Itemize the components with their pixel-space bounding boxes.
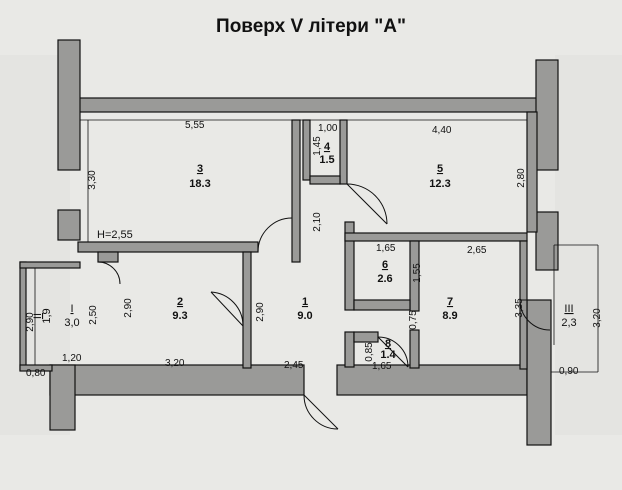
room-5-area: 12.3: [429, 178, 450, 190]
room-1-number: 1: [302, 296, 308, 308]
plan-title: Поверх V літери "А": [216, 16, 406, 37]
room-6-number: 6: [382, 259, 388, 271]
dim-290b: 2,90: [255, 302, 266, 322]
dim-080: 0,80: [26, 368, 46, 379]
dim-320v: 3,20: [592, 308, 603, 328]
dim-335: 3,35: [514, 298, 525, 318]
room-I-area: 3,0: [64, 317, 79, 329]
room-3-number: 3: [197, 163, 203, 175]
room-III-area: 2,3: [561, 317, 576, 329]
dim-280: 2,80: [516, 168, 527, 188]
dim-330: 3,30: [87, 170, 98, 190]
room-8-area: 1.4: [380, 349, 396, 361]
dim-100: 1,00: [318, 123, 338, 134]
dim-075: 0,75: [408, 310, 419, 330]
room-4-area: 1.5: [319, 154, 334, 166]
room-7-number: 7: [447, 296, 453, 308]
dim-165b: 1,65: [372, 361, 392, 372]
dim-320h: 3,20: [165, 358, 185, 369]
walls: [19, 39, 559, 446]
dim-145: 1,45: [312, 136, 323, 156]
dim-155: 1,55: [412, 263, 423, 283]
room-labels: 3 18.3 4 1.5 5 12.3 2 9.3 1 9.0 6 2.6 7 …: [32, 141, 577, 361]
ceiling-height-note: H=2,55: [97, 229, 133, 241]
room-4-number: 4: [324, 141, 331, 153]
room-III-number: III: [564, 303, 573, 315]
room-5-number: 5: [437, 163, 443, 175]
inner-lines: [34, 119, 599, 373]
dim-085: 0,85: [364, 342, 375, 362]
dim-265: 2,65: [467, 245, 487, 256]
room-3-area: 18.3: [189, 178, 210, 190]
room-2-area: 9.3: [172, 310, 187, 322]
dim-210: 2,10: [312, 212, 323, 232]
room-I-number: I: [70, 303, 73, 315]
dim-245: 2,45: [284, 360, 304, 371]
room-II-number: II: [32, 313, 44, 319]
dim-120: 1,20: [62, 353, 82, 364]
room-7-area: 8.9: [442, 310, 457, 322]
dim-555: 5,55: [185, 120, 205, 131]
dim-440: 4,40: [432, 125, 452, 136]
dim-165a: 1,65: [376, 243, 396, 254]
room-6-area: 2.6: [377, 273, 392, 285]
room-1-area: 9.0: [297, 310, 312, 322]
doors: [97, 183, 551, 430]
dim-290c: 2,90: [25, 312, 36, 332]
room-II-area: 1,9: [41, 308, 53, 323]
dim-250: 2,50: [88, 305, 99, 325]
room-2-number: 2: [177, 296, 183, 308]
dim-090: 0,90: [559, 366, 579, 377]
dim-290a: 2,90: [123, 298, 134, 318]
dimension-labels: 5,55 1,00 4,40 3,30 1,45 2,80 2,10 1,65 …: [25, 120, 603, 379]
room-8-number: 8: [385, 338, 391, 350]
